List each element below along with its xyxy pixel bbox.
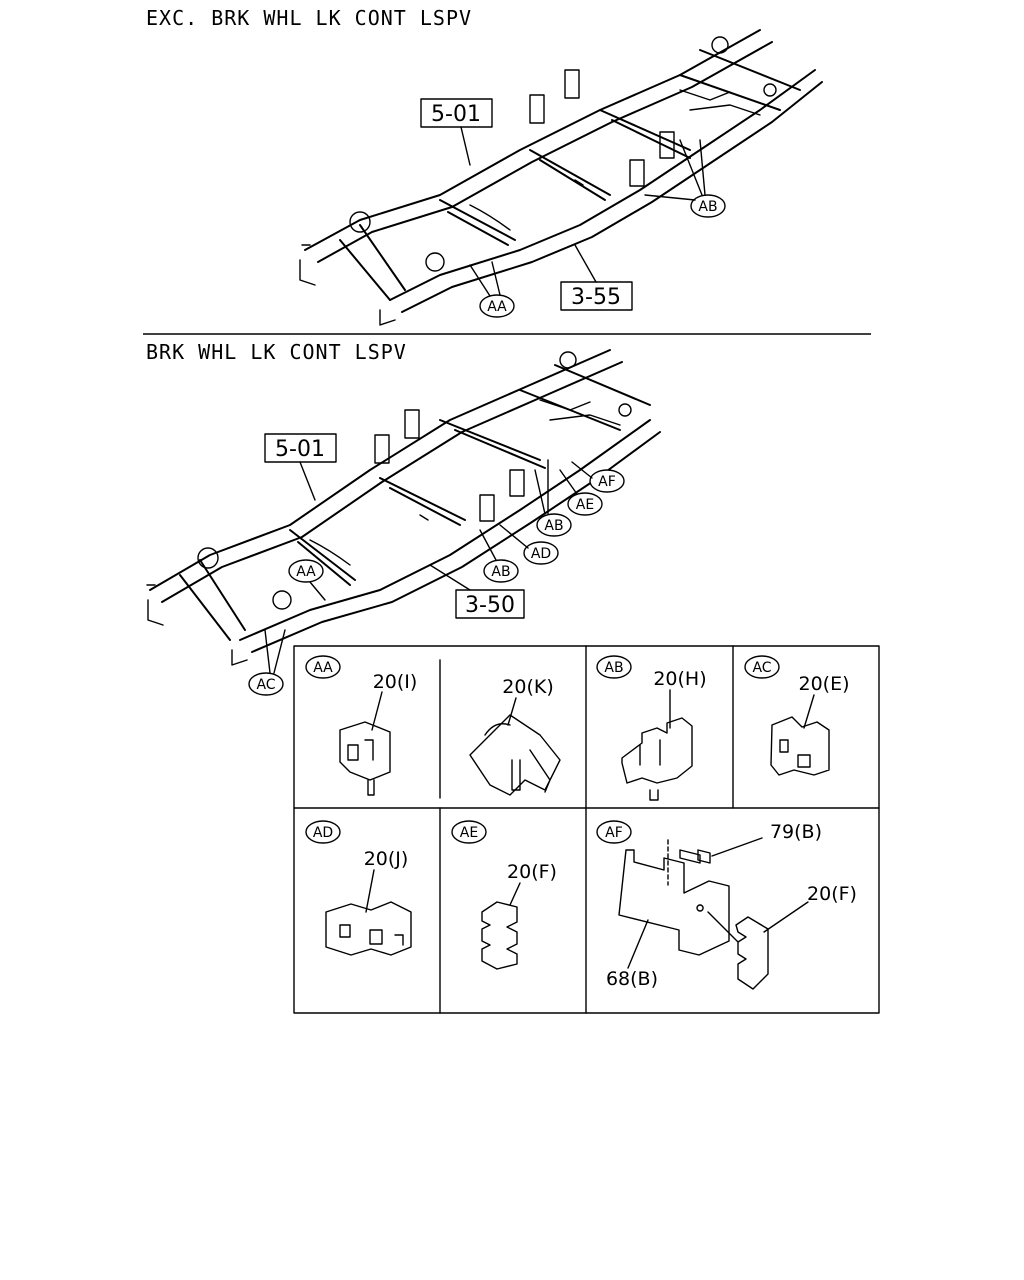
detail-tag-ae: AE xyxy=(460,825,478,841)
callout-af-bottom: AF xyxy=(598,474,616,490)
part-label-20i: 20(I) xyxy=(373,671,418,693)
callout-ab-bottom-1: AB xyxy=(491,564,510,580)
bolt-79b-icon xyxy=(679,849,711,864)
part-label-20k: 20(K) xyxy=(502,676,553,698)
callout-ac-bottom: AC xyxy=(256,677,275,693)
part-label-20h: 20(H) xyxy=(653,668,706,690)
clip-20f-icon xyxy=(481,901,518,970)
clip-20f-af-icon xyxy=(707,911,769,990)
detail-cell-ac: AC 20(E) xyxy=(744,655,850,776)
part-label-20j: 20(J) xyxy=(364,848,409,870)
detail-cell-ae: AE 20(F) xyxy=(451,820,557,970)
detail-cell-ab: AB 20(H) xyxy=(596,655,707,801)
detail-cell-af: AF 79(B) 20(F) 68(B) xyxy=(596,820,857,990)
part-label-79b: 79(B) xyxy=(770,821,822,843)
detail-cell-aa: AA 20(I) 20(K) xyxy=(305,655,561,796)
callout-ab-bottom-2: AB xyxy=(544,518,563,534)
part-label-68b: 68(B) xyxy=(606,968,658,990)
clip-20k-icon xyxy=(469,714,561,796)
section-heading-bottom: BRK WHL LK CONT LSPV xyxy=(146,340,407,364)
callout-aa-top: AA xyxy=(487,299,507,315)
part-label-20e: 20(E) xyxy=(798,673,849,695)
callout-aa-bottom: AA xyxy=(296,564,316,580)
ref-box-pipe-top: 3-55 xyxy=(571,285,621,310)
callout-ab-top: AB xyxy=(698,199,717,215)
detail-tag-ad: AD xyxy=(313,825,333,841)
clip-20j-icon xyxy=(325,901,412,956)
detail-tag-ac: AC xyxy=(752,660,771,676)
detail-tag-af: AF xyxy=(605,825,623,841)
detail-grid xyxy=(293,645,880,1014)
detail-cell-ad: AD 20(J) xyxy=(305,820,412,956)
frame-drawing-top xyxy=(299,29,823,326)
callout-ad-bottom: AD xyxy=(531,546,551,562)
detail-tag-aa: AA xyxy=(313,660,333,676)
clip-20h-icon xyxy=(621,717,693,801)
callout-ae-bottom: AE xyxy=(576,497,594,513)
detail-tag-ab: AB xyxy=(604,660,623,676)
part-label-20f-ae: 20(F) xyxy=(507,861,557,883)
clip-20i-icon xyxy=(339,721,391,796)
ref-box-frame-top: 5-01 xyxy=(431,102,481,127)
bracket-68b-icon xyxy=(618,849,730,956)
clip-20e-icon xyxy=(770,716,830,776)
ref-box-pipe-bottom: 3-50 xyxy=(465,593,515,618)
section-heading-top: EXC. BRK WHL LK CONT LSPV xyxy=(146,6,472,30)
ref-box-frame-bottom: 5-01 xyxy=(275,437,325,462)
frame-drawing-bottom xyxy=(146,349,661,666)
part-label-20f-af: 20(F) xyxy=(807,883,857,905)
